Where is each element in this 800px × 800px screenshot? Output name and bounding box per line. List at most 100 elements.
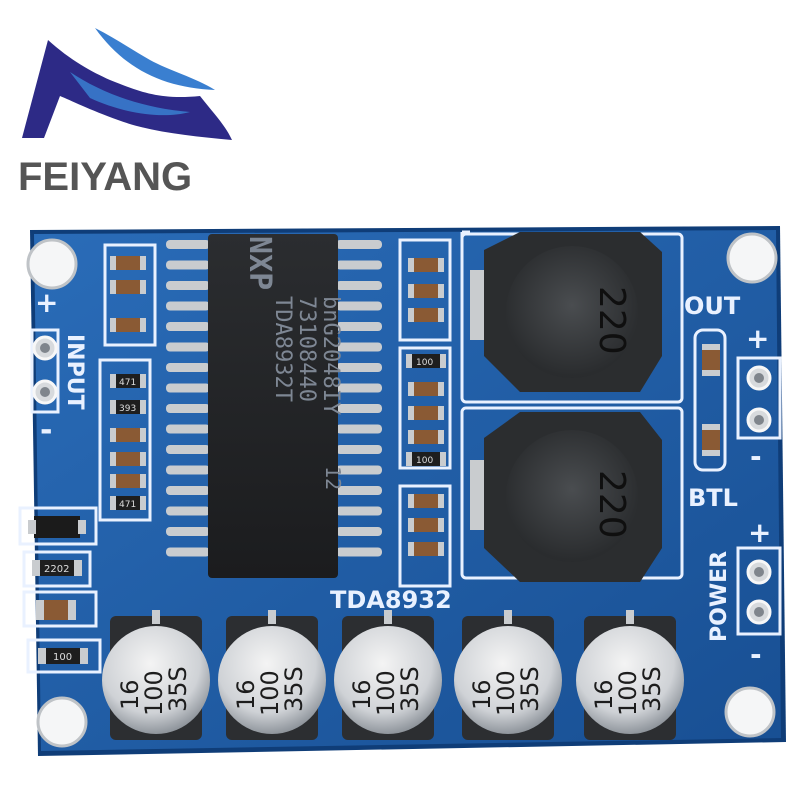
board-model-label: TDA8932 xyxy=(330,586,452,614)
chip-line-2: 73108440 xyxy=(294,296,319,402)
chip-pin-left xyxy=(166,281,210,290)
capacitor-5-capacitance: 100 xyxy=(614,670,642,716)
chip-pin-right xyxy=(336,506,382,516)
smd-pad xyxy=(140,280,146,294)
chip-code: 12 xyxy=(321,466,345,490)
capacitor-4-capacitance: 100 xyxy=(492,670,520,716)
resistor-code-100-b: 100 xyxy=(416,456,433,466)
smd-pad xyxy=(438,406,444,420)
smd-capacitor xyxy=(412,518,440,532)
chip-pin-right xyxy=(336,240,382,249)
chip-pin-right xyxy=(336,342,382,352)
capacitor-3-voltage: 16 xyxy=(348,679,376,710)
chip-pin-left xyxy=(166,486,210,495)
chip-pin-left xyxy=(166,322,210,331)
logo-wave-dark-icon xyxy=(22,40,232,140)
smd-pad xyxy=(140,256,146,270)
smd-pad xyxy=(140,318,146,332)
logo-wave-light-lower-icon xyxy=(70,72,190,116)
capacitor-2: 16 100 35S xyxy=(218,610,326,740)
amplifier-chip: NXP TDA8932T 73108440 bnG2048IY 12 xyxy=(166,234,382,578)
chip-pin-left xyxy=(166,240,210,249)
capacitor-3-code: 35S xyxy=(396,666,424,712)
chip-pin-left xyxy=(166,404,210,413)
smd-capacitor xyxy=(114,474,142,488)
resistor-2202: 2202 xyxy=(32,560,82,576)
ceramic-capacitor-left xyxy=(36,600,76,620)
smd-capacitor xyxy=(412,406,440,420)
chip-pins-left xyxy=(166,240,210,557)
smd-pad xyxy=(438,430,444,444)
smd-capacitor xyxy=(412,382,440,396)
smd-capacitor xyxy=(412,284,440,298)
logo-wave-light-icon xyxy=(95,28,215,90)
capacitor-2-capacitance: 100 xyxy=(256,670,284,716)
smd-capacitor xyxy=(114,452,142,466)
resistor-code-393: 393 xyxy=(119,404,136,414)
brand-logo: FEIYANG xyxy=(18,28,232,199)
resistor-100-b: 100 xyxy=(406,452,446,466)
smd-capacitor xyxy=(412,542,440,556)
smd-pad xyxy=(438,542,444,556)
mounting-holes xyxy=(26,232,778,748)
capacitor-1-voltage: 16 xyxy=(116,679,144,710)
smd-pad xyxy=(408,284,414,298)
smd-capacitor xyxy=(114,428,142,442)
inductor-bottom-value: 220 xyxy=(591,470,632,539)
resistor-code-471-top: 471 xyxy=(119,378,136,388)
capacitor-4: 16 100 35S xyxy=(454,610,562,740)
chip-pin-right xyxy=(336,486,382,495)
out-label: OUT xyxy=(684,292,741,320)
chip-pin-right xyxy=(336,383,382,393)
smd-pad xyxy=(438,258,444,272)
smd-pad xyxy=(408,258,414,272)
out-minus-label: - xyxy=(750,440,762,473)
smd-capacitor xyxy=(114,318,142,332)
smd-capacitor xyxy=(412,308,440,322)
electrolytic-capacitors: 16 100 35S 16 100 35S xyxy=(102,610,684,740)
smd-capacitor xyxy=(412,494,440,508)
capacitor-1-code: 35S xyxy=(164,666,192,712)
capacitor-5: 16 100 35S xyxy=(576,610,684,740)
smd-pad xyxy=(140,474,146,488)
smd-pad xyxy=(110,318,116,332)
chip-pin-right xyxy=(336,424,382,434)
chip-pin-right xyxy=(336,322,382,331)
input-terminal-pads xyxy=(32,335,58,405)
input-label: INPUT xyxy=(62,334,87,410)
chip-pin-left xyxy=(166,547,210,557)
silkscreen-outlines xyxy=(18,230,782,674)
capacitor-2-voltage: 16 xyxy=(232,679,260,710)
smd-pad xyxy=(438,382,444,396)
resistor-100-a: 100 xyxy=(406,354,446,368)
power-terminal-pads xyxy=(746,559,772,625)
smd-pad xyxy=(408,308,414,322)
chip-pin-right xyxy=(336,301,382,311)
diode xyxy=(28,516,86,538)
resistor-code-100-c: 100 xyxy=(53,652,72,663)
smd-pad xyxy=(110,474,116,488)
chip-pin-left xyxy=(166,445,210,454)
chip-pin-right xyxy=(336,445,382,454)
chip-pin-left xyxy=(166,424,210,434)
chip-line-1: TDA8932T xyxy=(270,296,295,402)
smd-pad xyxy=(110,280,116,294)
resistor-code-471-bottom: 471 xyxy=(119,500,136,510)
chip-logo: NXP xyxy=(242,236,277,290)
resistor-393: 393 xyxy=(110,400,146,414)
inductor-top-value: 220 xyxy=(591,286,632,355)
ceramic-capacitor-out-top xyxy=(702,344,720,376)
capacitor-5-voltage: 16 xyxy=(590,679,618,710)
capacitor-4-voltage: 16 xyxy=(468,679,496,710)
inductor-bottom: 220 xyxy=(470,412,662,582)
smd-capacitor xyxy=(114,256,142,270)
chip-pin-right xyxy=(336,281,382,290)
capacitor-1: 16 100 35S xyxy=(102,610,210,740)
chip-pin-left xyxy=(166,465,210,475)
smd-pad xyxy=(408,542,414,556)
chip-pin-right xyxy=(336,404,382,413)
capacitor-3: 16 100 35S xyxy=(334,610,442,740)
inductor-top: 220 xyxy=(470,232,662,392)
smd-pad xyxy=(438,308,444,322)
